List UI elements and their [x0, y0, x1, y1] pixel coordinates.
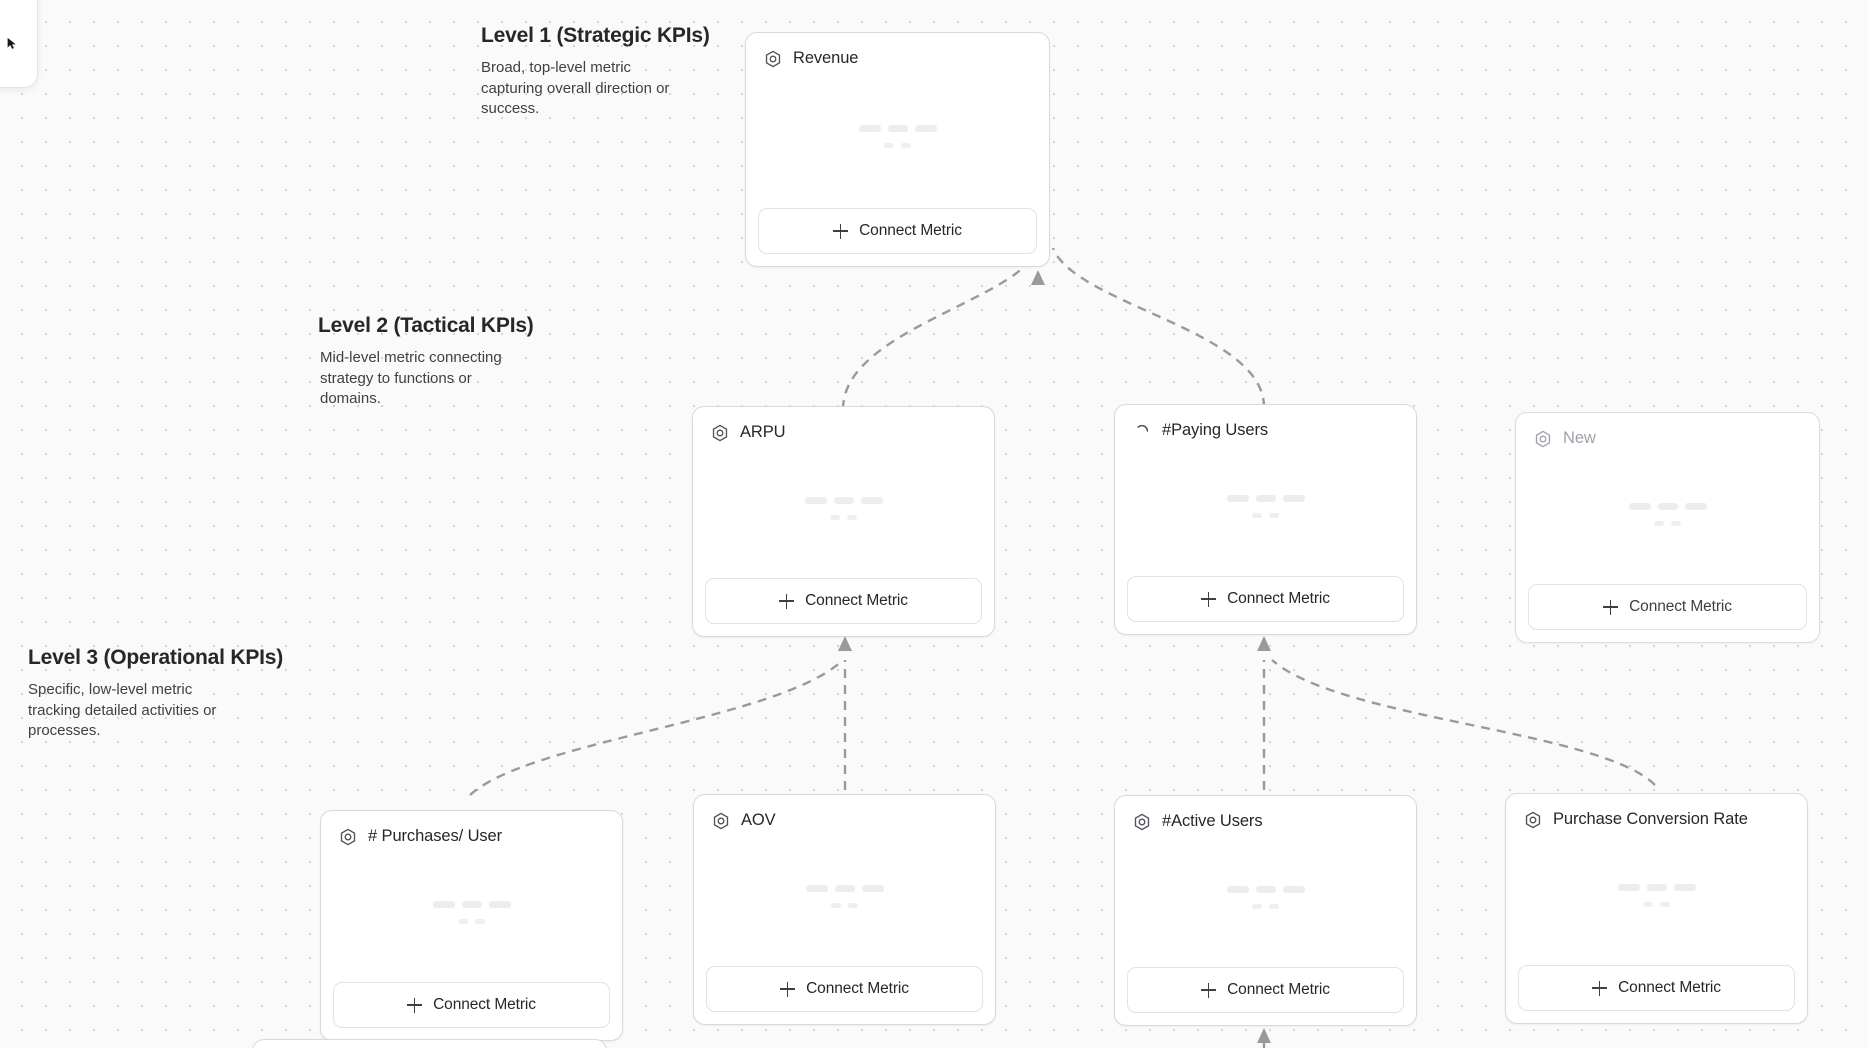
plus-icon — [1201, 982, 1217, 998]
connect-metric-button-aov[interactable]: Connect Metric — [706, 966, 983, 1012]
card-title-aov: AOV — [741, 811, 776, 829]
connect-metric-button-active-users[interactable]: Connect Metric — [1127, 967, 1404, 1013]
hexagon-metric-icon — [765, 50, 781, 67]
level-2-title: Level 2 (Tactical KPIs) — [318, 314, 534, 337]
hexagon-metric-icon — [340, 828, 356, 845]
cursor-icon — [7, 37, 16, 49]
card-header-partial-bottom — [253, 1040, 606, 1048]
arrowhead-arpu — [838, 636, 852, 651]
metric-card-arpu[interactable]: ARPU Connect Metric — [692, 406, 995, 637]
connect-metric-label: Connect Metric — [1629, 598, 1732, 615]
level-2-block: Level 2 (Tactical KPIs) Mid-level metric… — [318, 314, 534, 410]
metric-card-partial-bottom[interactable] — [252, 1039, 607, 1048]
level-1-block: Level 1 (Strategic KPIs) Broad, top-leve… — [481, 24, 710, 120]
plus-icon — [1603, 599, 1619, 615]
card-skeleton-revenue — [746, 68, 1049, 208]
arrowhead-paying — [1257, 636, 1271, 651]
connector-purchases-to-arpu — [469, 659, 844, 796]
plus-icon — [407, 997, 423, 1013]
plus-icon — [1592, 980, 1608, 996]
arrowhead-revenue — [1031, 270, 1045, 285]
connect-metric-label: Connect Metric — [1618, 979, 1721, 996]
hexagon-metric-icon — [713, 812, 729, 829]
card-title-arpu: ARPU — [740, 423, 786, 441]
card-header-new: New — [1516, 413, 1819, 448]
level-2-description: Mid-level metric connecting strategy to … — [320, 349, 502, 408]
connect-metric-button-purchase-conversion-rate[interactable]: Connect Metric — [1518, 965, 1795, 1011]
connect-metric-button-paying-users[interactable]: Connect Metric — [1127, 576, 1404, 622]
card-header-revenue: Revenue — [746, 33, 1049, 68]
arrowhead-active — [1257, 1028, 1271, 1043]
card-title-revenue: Revenue — [793, 49, 859, 67]
connect-metric-label: Connect Metric — [859, 222, 962, 239]
connect-metric-label: Connect Metric — [805, 592, 908, 609]
plus-icon — [780, 981, 796, 997]
hexagon-metric-icon — [1134, 813, 1150, 830]
metric-card-purchases-per-user[interactable]: # Purchases/ User Connect Metric — [320, 810, 623, 1041]
hexagon-metric-icon — [1535, 430, 1551, 447]
card-header-purchase-conversion-rate: Purchase Conversion Rate — [1506, 794, 1807, 829]
level-1-title: Level 1 (Strategic KPIs) — [481, 24, 710, 47]
card-title-purchases-per-user: # Purchases/ User — [368, 827, 503, 845]
card-header-arpu: ARPU — [693, 407, 994, 442]
plus-icon — [779, 593, 795, 609]
metric-card-revenue[interactable]: Revenue Connect Metric — [745, 32, 1050, 267]
connect-metric-button-new[interactable]: Connect Metric — [1528, 584, 1807, 630]
hexagon-metric-icon — [712, 424, 728, 441]
card-title-purchase-conversion-rate: Purchase Conversion Rate — [1553, 810, 1748, 828]
card-skeleton-new — [1516, 448, 1819, 584]
level-3-title: Level 3 (Operational KPIs) — [28, 646, 284, 669]
level-3-description: Specific, low-level metric tracking deta… — [28, 681, 217, 740]
metric-card-new[interactable]: New Connect Metric — [1515, 412, 1820, 643]
connect-metric-label: Connect Metric — [433, 996, 536, 1013]
card-skeleton-purchase-conversion-rate — [1506, 829, 1807, 965]
plus-icon — [1201, 591, 1217, 607]
card-header-purchases-per-user: # Purchases/ User — [321, 811, 622, 846]
hexagon-metric-icon — [1525, 811, 1541, 828]
floating-panel-fragment[interactable] — [0, 0, 38, 88]
connector-pcr-to-paying — [1271, 659, 1656, 786]
card-title-active-users: #Active Users — [1162, 812, 1263, 830]
connect-metric-label: Connect Metric — [1227, 981, 1330, 998]
card-header-active-users: #Active Users — [1115, 796, 1416, 831]
plus-icon — [833, 223, 849, 239]
card-title-new: New — [1563, 429, 1596, 447]
metric-card-aov[interactable]: AOV Connect Metric — [693, 794, 996, 1025]
card-skeleton-aov — [694, 830, 995, 966]
connect-metric-label: Connect Metric — [806, 980, 909, 997]
connect-metric-button-revenue[interactable]: Connect Metric — [758, 208, 1037, 254]
connector-paying-to-revenue — [1051, 247, 1266, 408]
card-header-paying-users: #Paying Users — [1115, 405, 1416, 440]
card-skeleton-arpu — [693, 442, 994, 578]
connect-metric-button-arpu[interactable]: Connect Metric — [705, 578, 982, 624]
card-skeleton-active-users — [1115, 831, 1416, 967]
metric-card-purchase-conversion-rate[interactable]: Purchase Conversion Rate Connect Metric — [1505, 793, 1808, 1024]
connect-metric-label: Connect Metric — [1227, 590, 1330, 607]
spinner-loading-icon — [1137, 424, 1149, 432]
card-title-paying-users: #Paying Users — [1162, 421, 1268, 439]
card-skeleton-paying-users — [1115, 440, 1416, 576]
level-1-description: Broad, top-level metric capturing overal… — [481, 59, 670, 118]
card-skeleton-purchases-per-user — [321, 846, 622, 982]
metric-card-active-users[interactable]: #Active Users Connect Metric — [1114, 795, 1417, 1026]
card-header-aov: AOV — [694, 795, 995, 830]
metric-card-paying-users[interactable]: #Paying Users Connect Metric — [1114, 404, 1417, 635]
connector-arpu-to-revenue — [841, 247, 1040, 410]
level-3-block: Level 3 (Operational KPIs) Specific, low… — [28, 646, 283, 742]
connect-metric-button-purchases-per-user[interactable]: Connect Metric — [333, 982, 610, 1028]
